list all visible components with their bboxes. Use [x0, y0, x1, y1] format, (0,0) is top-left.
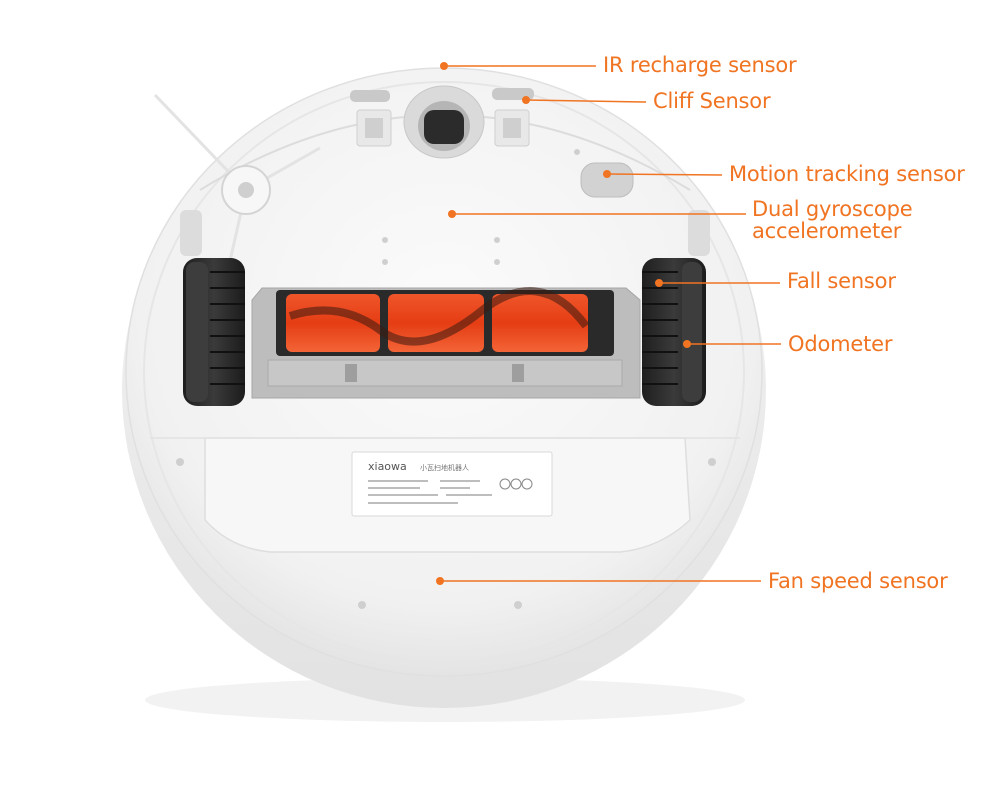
- callout-odometer: [683, 340, 781, 348]
- label-odometer: Odometer: [788, 332, 893, 356]
- left-wheel-icon: [183, 258, 245, 406]
- robot-rim: [143, 81, 745, 663]
- callout-dual-gyroscope: [448, 210, 746, 218]
- caster-wheel-icon: [403, 85, 485, 159]
- label-dual-gyroscope: Dual gyroscope accelerometer: [752, 197, 913, 243]
- label-ir-recharge-sensor: IR recharge sensor: [603, 53, 797, 77]
- callout-motion-tracking: [603, 170, 723, 178]
- label-fan-speed-sensor: Fan speed sensor: [768, 569, 948, 593]
- label-fall-sensor: Fall sensor: [787, 269, 896, 293]
- side-brush-icon: [153, 93, 321, 271]
- main-brush-icon: [251, 287, 641, 399]
- right-wheel-icon: [642, 258, 706, 406]
- label-motion-tracking-sensor: Motion tracking sensor: [729, 162, 965, 186]
- product-label-sticker: [351, 451, 553, 517]
- cliff-sensor-windows: [356, 109, 530, 147]
- motion-tracking-sensor: [580, 162, 634, 198]
- callout-fall-sensor: [655, 279, 780, 287]
- callout-ir-recharge: [440, 62, 596, 70]
- label-dual-gyroscope-line1: Dual gyroscope: [752, 197, 913, 221]
- product-label-fineprint: [368, 480, 492, 504]
- label-dual-gyroscope-line2: accelerometer: [752, 219, 902, 243]
- left-bumper-recess: [180, 210, 202, 256]
- callout-fan-speed: [436, 577, 761, 585]
- certification-marks-icon: [499, 478, 533, 490]
- product-label-name: 小瓦扫地机器人: [420, 463, 469, 472]
- right-bumper-recess: [688, 210, 710, 256]
- callout-cliff-sensor: [522, 96, 647, 104]
- screw-holes: [176, 149, 716, 609]
- label-cliff-sensor: Cliff Sensor: [653, 89, 771, 113]
- product-label-brand: xiaowa: [368, 460, 407, 473]
